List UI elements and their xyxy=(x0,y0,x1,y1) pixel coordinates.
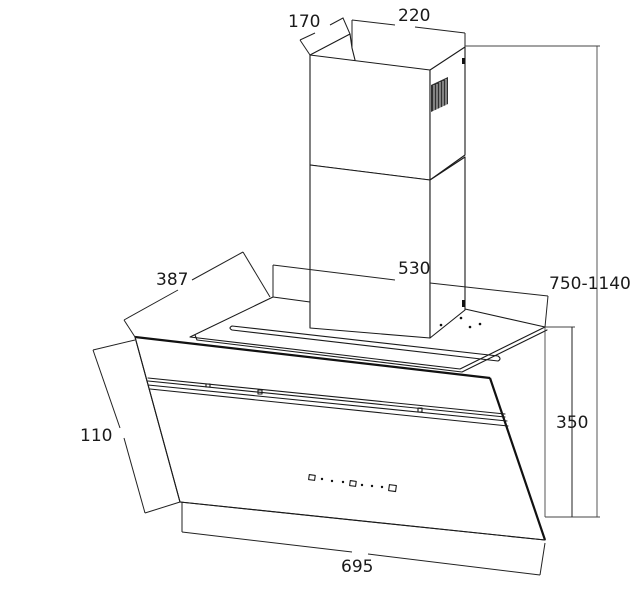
dim-glass-bottom-depth: 110 xyxy=(80,339,181,514)
label-220: 220 xyxy=(398,6,430,26)
label-387: 387 xyxy=(156,270,188,290)
dim-chimney-width: 220 xyxy=(351,6,466,48)
lower-chimney xyxy=(309,156,466,339)
canopy-top-plate xyxy=(189,296,548,373)
dim-height-range: 750-1140 xyxy=(465,45,631,518)
dim-glass-height: 350 xyxy=(544,326,588,517)
dim-chimney-depth: 170 xyxy=(288,12,351,56)
upper-chimney xyxy=(309,33,466,181)
glass-front-panel xyxy=(134,335,547,541)
side-vent-icon xyxy=(431,77,448,112)
dim-canopy-depth: 387 xyxy=(123,251,271,338)
label-750-1140: 750-1140 xyxy=(549,274,631,294)
touch-control-buttons xyxy=(308,474,397,493)
dim-canopy-width: 530 xyxy=(272,259,549,328)
label-695: 695 xyxy=(341,557,373,577)
label-110: 110 xyxy=(80,426,112,446)
label-170: 170 xyxy=(288,12,320,32)
label-350: 350 xyxy=(556,413,588,433)
label-530: 530 xyxy=(398,259,430,279)
dim-glass-width: 695 xyxy=(181,502,546,577)
